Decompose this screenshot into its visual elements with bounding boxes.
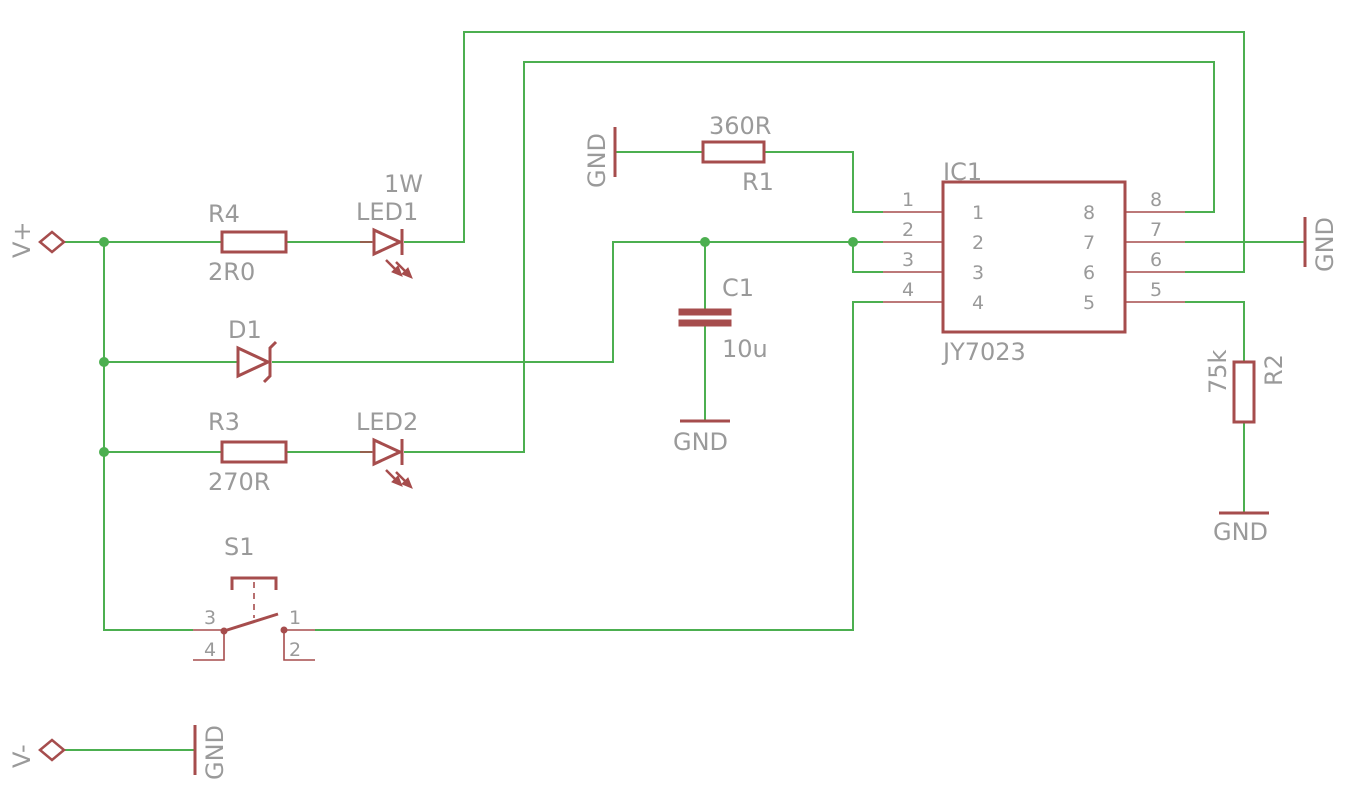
wire-s1-pin4 [315,301,883,631]
ic1-pin-number: 4 [902,279,914,301]
r3-ref: R3 [208,408,240,436]
junctions [99,237,858,457]
led-led2: LED2 [356,408,418,489]
gnd-symbol-c1: GND [673,419,730,456]
gnd-label: GND [583,133,611,188]
wire-d1-node [272,241,883,363]
ic1-ref: IC1 [943,158,982,186]
gnd-symbol-r1: GND [583,127,617,188]
wire-r1-pin1 [764,151,883,213]
resistor-r3: R3 270R [208,408,288,496]
ic1-pin-name: 6 [1083,262,1095,284]
led1-value: 1W [384,170,423,198]
ic-ic1: IC1 JY7023 1 2 3 4 1 2 3 4 8 7 6 5 8 7 6… [883,158,1185,366]
capacitor-c1: C1 10u [678,274,768,363]
vplus-label: V+ [8,221,36,258]
r4-value: 2R0 [208,258,255,286]
gnd-label: GND [201,725,229,780]
gnd-label: GND [1311,217,1339,272]
gnd-label: GND [673,428,728,456]
c1-value: 10u [722,335,768,363]
gnd-symbol-pin7: GND [1303,217,1339,272]
s1-pin-label: 4 [204,639,216,661]
gnd-symbol-r2: GND [1213,511,1269,546]
ic1-pin-number: 6 [1150,249,1162,271]
ic1-pin-name: 2 [972,232,984,254]
r2-ref: R2 [1260,354,1288,386]
ic1-part: JY7023 [941,338,1026,366]
ic1-pin-name: 5 [1083,292,1095,314]
junction-dot [848,237,858,247]
gnd-label: GND [1213,518,1268,546]
wire-pin5-r2 [1185,301,1245,362]
r1-ref: R1 [742,168,774,196]
ic1-pin-number: 8 [1150,189,1162,211]
ic1-pin-name: 7 [1083,232,1095,254]
wires [62,31,1304,751]
ic1-pin-name: 8 [1083,202,1095,224]
r3-value: 270R [208,468,270,496]
wire-node-pin3 [852,242,883,273]
junction-dot [99,357,109,367]
s1-ref: S1 [224,533,255,561]
ic1-pin-name: 4 [972,292,984,314]
gnd-symbol-vminus: GND [193,725,229,780]
s1-pin-label: 3 [204,607,216,629]
vplus-port: V+ [8,221,66,258]
junction-dot [99,447,109,457]
switch-s1: S1 3 4 1 2 [193,533,315,661]
ic1-pin-number: 3 [902,249,914,271]
zener-diode-d1: D1 [228,316,278,384]
junction-dot [99,237,109,247]
wire-led2-pin8 [404,61,1215,453]
d1-ref: D1 [228,316,262,344]
wire-led1-pin6 [404,31,1245,273]
r1-value: 360R [709,112,771,140]
wire-left-bus [103,242,193,631]
led1-ref: LED1 [356,198,418,226]
resistor-r1: 360R R1 [701,112,774,196]
resistor-r2: 75k R2 [1204,349,1288,424]
ic1-pin-number: 1 [902,189,914,211]
resistor-r4: R4 2R0 [208,200,288,286]
junction-dot [700,237,710,247]
led-led1: 1W LED1 [356,170,423,279]
vminus-label: V- [8,744,36,768]
ic1-pin-name: 3 [972,262,984,284]
vminus-port: V- [8,738,66,768]
s1-pin-label: 1 [289,607,301,629]
led2-ref: LED2 [356,408,418,436]
r2-value: 75k [1204,349,1232,394]
ic1-pin-number: 5 [1150,279,1162,301]
ic1-pin-name: 1 [972,202,984,224]
r4-ref: R4 [208,200,240,228]
s1-pin-label: 2 [289,639,301,661]
ic1-pin-number: 2 [902,219,914,241]
c1-ref: C1 [722,274,754,302]
ic1-pin-number: 7 [1150,219,1162,241]
